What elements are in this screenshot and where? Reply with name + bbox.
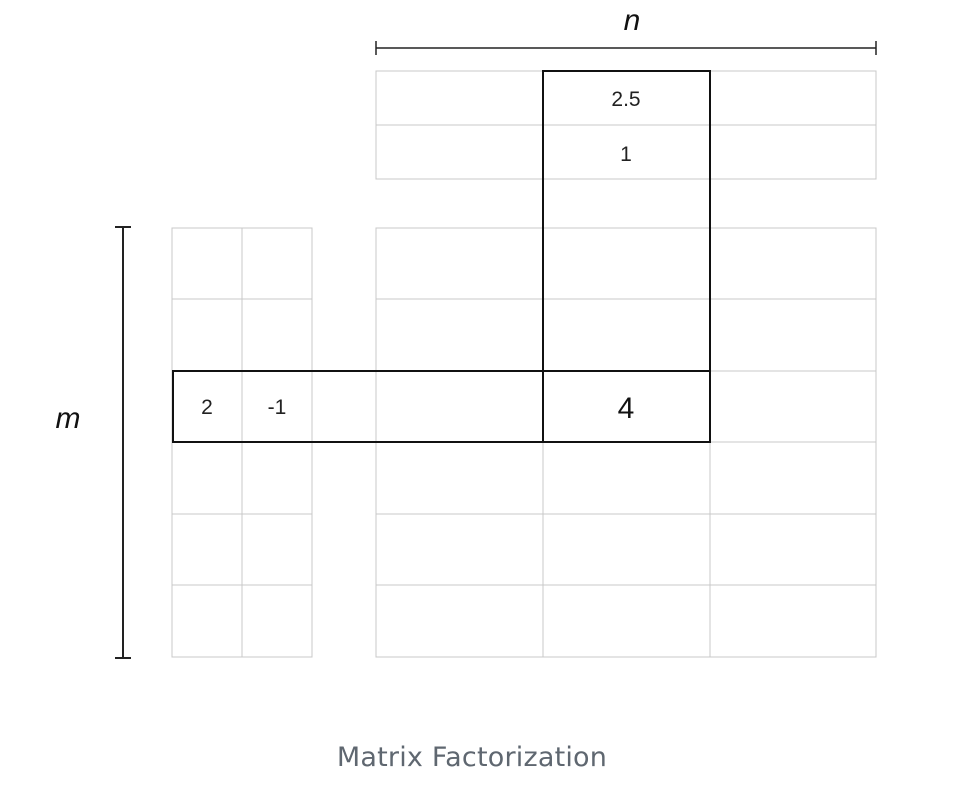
item-column-highlight <box>542 70 711 443</box>
product-value: 4 <box>618 392 635 425</box>
user-vector-value-2: -1 <box>268 396 287 419</box>
m-label: m <box>56 402 81 435</box>
item-vector-value-2: 1 <box>620 143 632 166</box>
n-label: n <box>624 4 641 37</box>
user-row-highlight <box>172 370 711 443</box>
item-vector-value-1: 2.5 <box>611 88 640 111</box>
matrix-factorization-diagram: n m 2.5 1 2 -1 <box>56 4 877 659</box>
figure-caption: Matrix Factorization <box>336 742 608 773</box>
user-vector-value-1: 2 <box>201 396 213 419</box>
m-dimension-bracket <box>115 226 131 659</box>
n-dimension-bracket <box>375 41 877 55</box>
